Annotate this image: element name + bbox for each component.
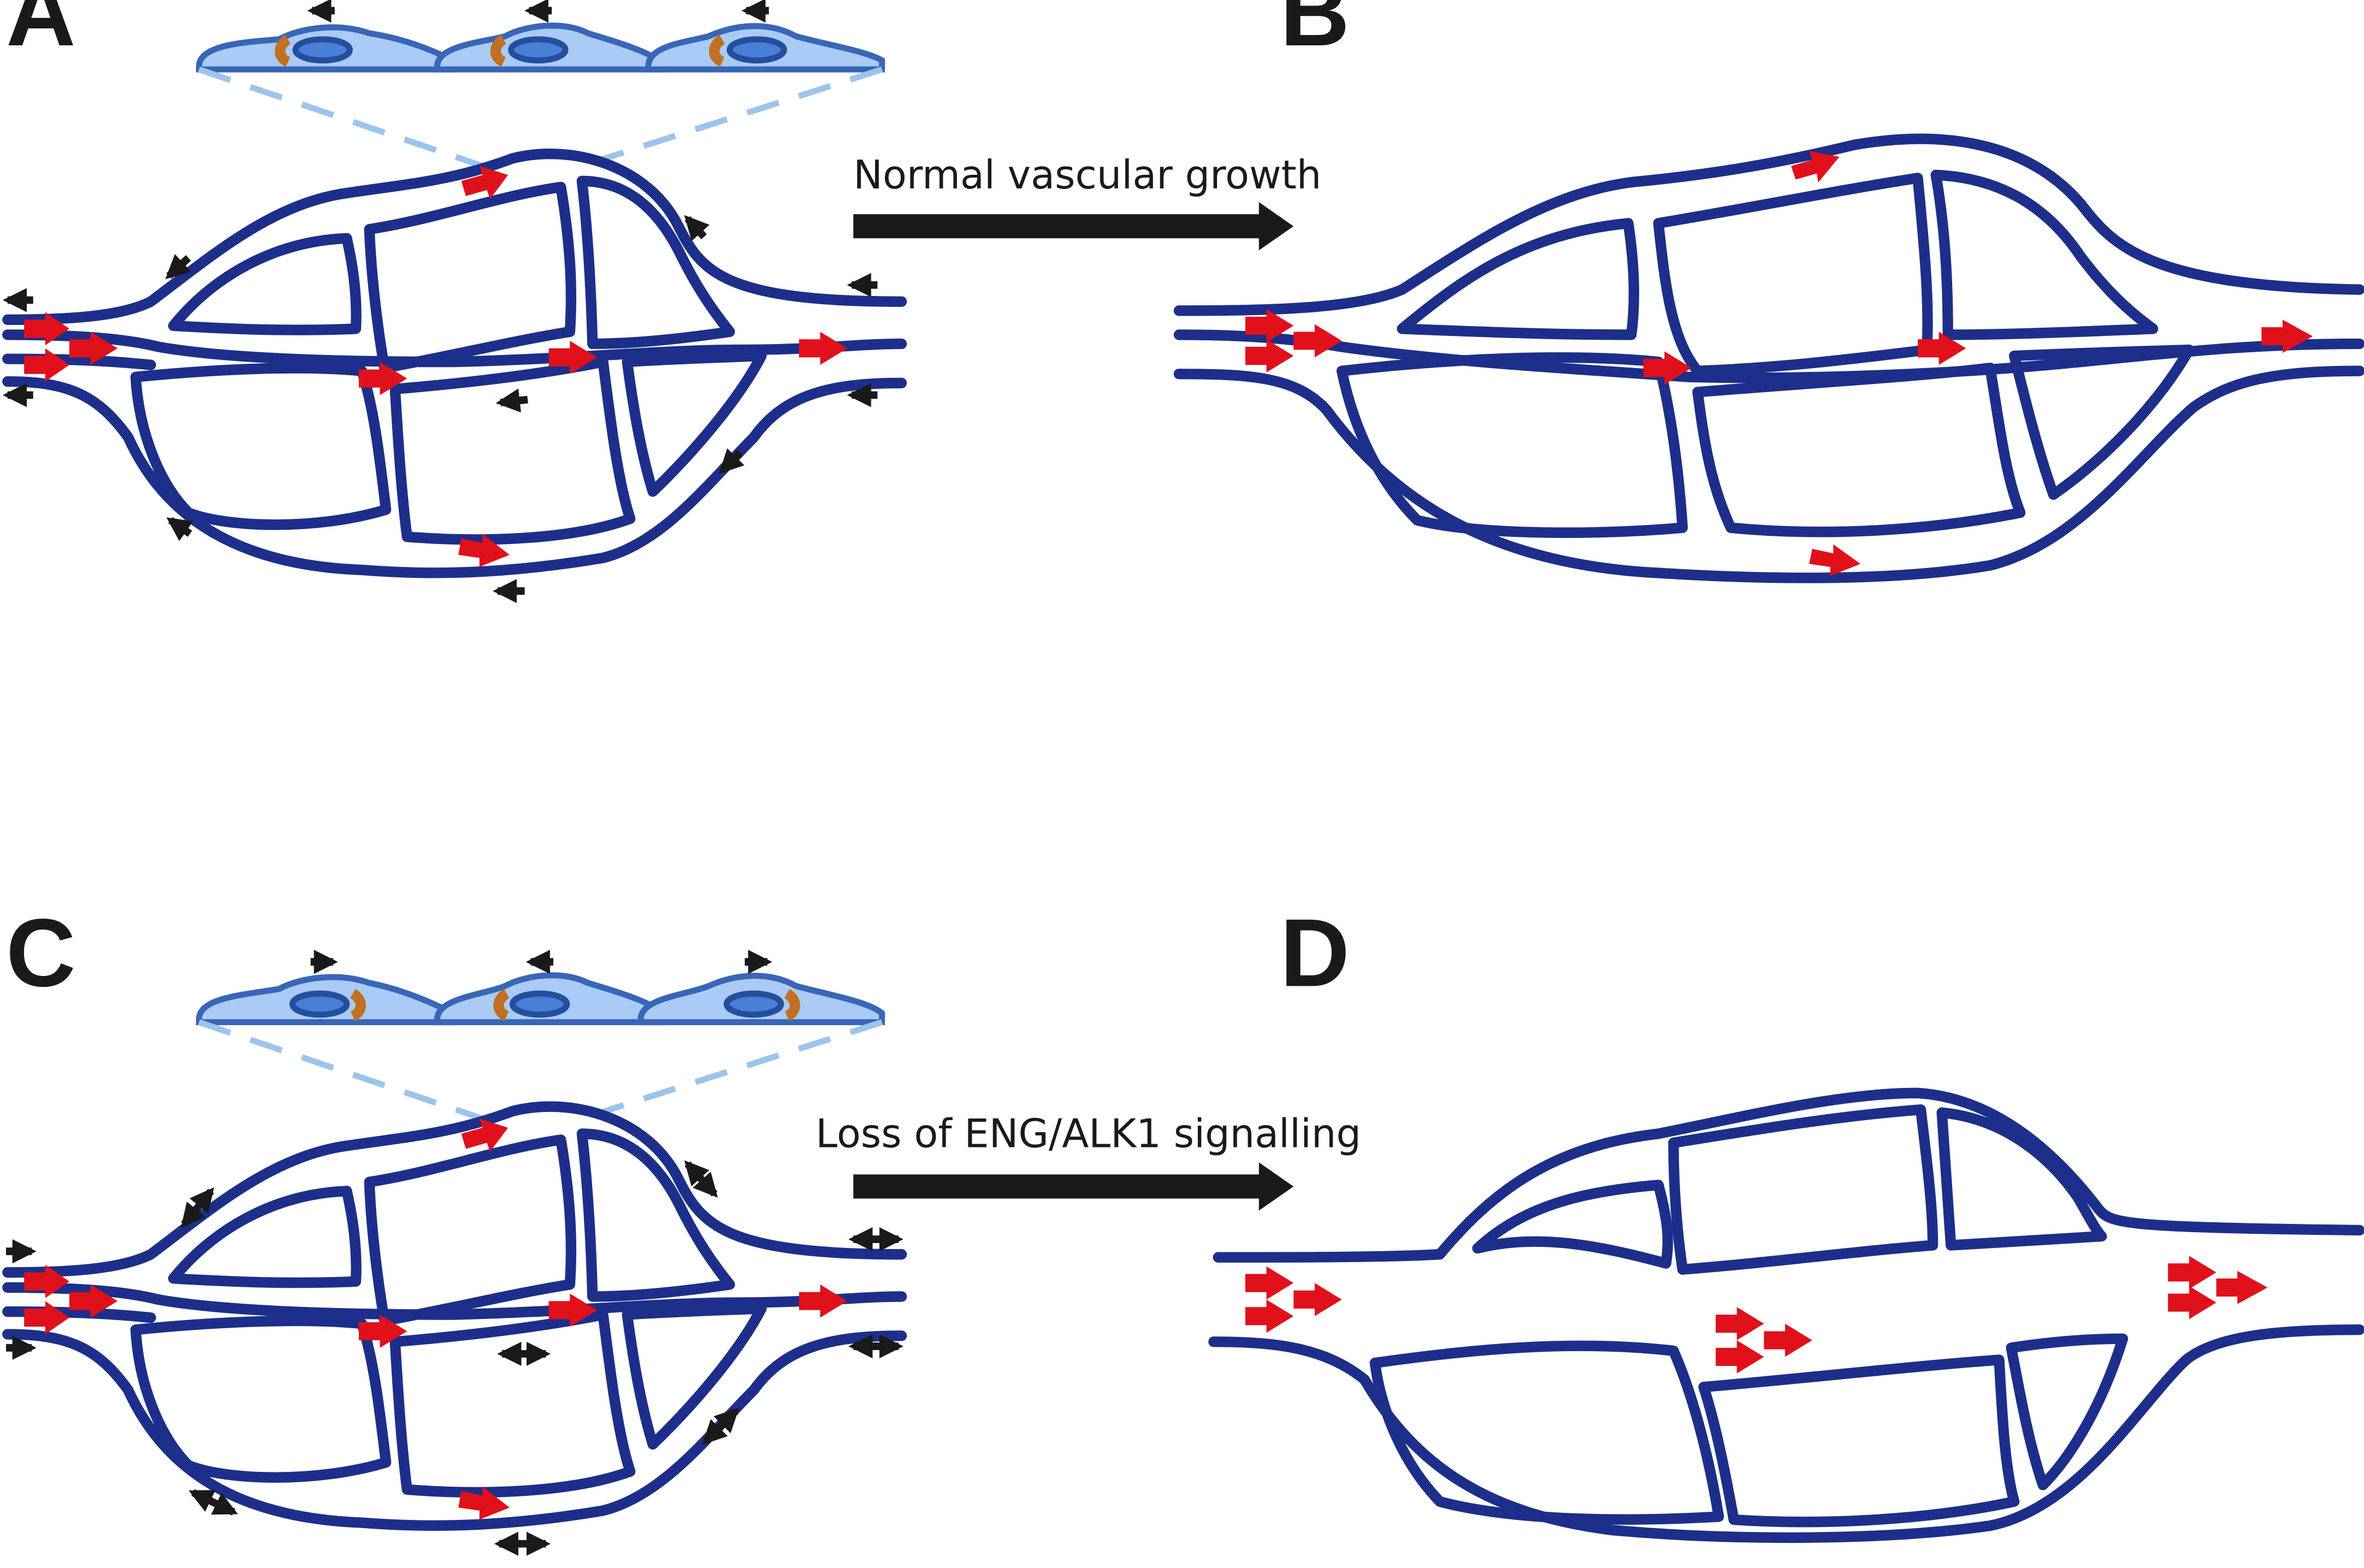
vessel-network-a: [2, 149, 907, 578]
golgi-icon: [784, 989, 800, 1021]
red-arrow-icon: [1245, 1266, 1294, 1300]
endothelial-cells-a: [196, 0, 885, 73]
red-arrow-icon: [1917, 332, 1966, 365]
thick-arrow-right-icon: [853, 202, 1294, 251]
black-arrow-left-icon: [684, 215, 710, 241]
panel-a: A: [2, 0, 907, 603]
panel-letter-b: B: [1280, 0, 1350, 66]
red-arrow-icon: [1643, 351, 1692, 385]
black-double-arrow-icon: [684, 1160, 718, 1198]
red-arrow-icon: [1809, 544, 1861, 576]
red-arrow-icon: [1245, 1299, 1294, 1333]
black-arrow-left-icon: [165, 254, 192, 280]
red-arrow-icon: [358, 362, 407, 395]
red-arrow-icon: [548, 341, 598, 374]
golgi-icon: [493, 989, 510, 1021]
panel-letter-a: A: [6, 0, 76, 66]
vessel-network-d: [1208, 1087, 2364, 1543]
red-arrow-icon: [2168, 1286, 2217, 1320]
panel-d: D: [1208, 899, 2364, 1543]
golgi-icon: [350, 989, 366, 1021]
red-arrow-icon: [1293, 324, 1342, 358]
red-arrow-icon: [358, 1315, 407, 1348]
transition-label-bottom: Loss of ENG/ALK1 signalling: [815, 1111, 1361, 1157]
red-arrow-icon: [461, 165, 509, 199]
flow-arrows-d: [1245, 1256, 2268, 1374]
red-arrow-icon: [24, 1301, 69, 1334]
zoom-guide: [590, 1019, 883, 1119]
golgi-icon: [490, 34, 507, 67]
golgi-icon: [275, 34, 291, 67]
panel-letter-d: D: [1280, 899, 1350, 1007]
transition-label-top: Normal vascular growth: [853, 152, 1321, 198]
panel-letter-c: C: [6, 899, 76, 1007]
nucleus: [292, 36, 353, 64]
red-arrow-icon: [1791, 151, 1840, 183]
zoom-guide: [198, 1019, 484, 1122]
zoom-guide: [590, 66, 883, 166]
flow-arrows-c: [24, 1119, 848, 1520]
red-arrow-icon: [1716, 1307, 1764, 1341]
red-arrow-icon: [799, 332, 848, 365]
nucleus: [289, 990, 350, 1018]
red-arrow-icon: [1245, 339, 1294, 372]
transition-bottom: Loss of ENG/ALK1 signalling: [815, 1111, 1361, 1211]
red-arrow-icon: [1764, 1323, 1812, 1357]
nucleus: [723, 990, 784, 1018]
red-arrow-icon: [24, 312, 69, 346]
migration-arrows-a: [2, 215, 878, 603]
panel-c: C: [2, 899, 907, 1556]
zoom-guide: [198, 66, 484, 169]
nucleus: [509, 990, 570, 1018]
red-arrow-icon: [1245, 309, 1294, 342]
thick-arrow-right-icon: [853, 1162, 1294, 1211]
flow-arrows-b: [1245, 151, 2313, 576]
nucleus: [508, 36, 569, 64]
red-arrow-icon: [461, 1119, 509, 1152]
black-double-arrow-icon: [188, 1489, 238, 1516]
red-arrow-icon: [2168, 1256, 2217, 1289]
red-arrow-icon: [1716, 1340, 1764, 1374]
red-arrow-icon: [548, 1293, 598, 1327]
black-double-arrow-icon: [181, 1187, 215, 1228]
red-arrow-icon: [2261, 319, 2313, 353]
red-arrow-icon: [458, 1486, 510, 1520]
red-arrow-icon: [458, 534, 510, 567]
black-double-arrow-icon: [702, 1407, 740, 1445]
endothelial-cells-c: [196, 950, 885, 1026]
red-arrow-icon: [69, 332, 118, 365]
black-arrow-left-icon: [166, 517, 193, 541]
nucleus: [726, 36, 787, 64]
panel-b: B: [1173, 0, 2364, 583]
golgi-icon: [709, 34, 725, 67]
red-arrow-icon: [69, 1284, 118, 1318]
red-arrow-icon: [24, 1265, 69, 1298]
transition-top: Normal vascular growth: [853, 152, 1321, 251]
red-arrow-icon: [799, 1284, 848, 1318]
flow-arrows-a: [24, 165, 848, 567]
vessel-network-b: [1173, 133, 2364, 583]
black-arrow-left-icon: [495, 388, 528, 413]
red-arrow-icon: [1293, 1283, 1342, 1316]
migration-arrows-c: [6, 1160, 903, 1556]
black-arrow-left-icon: [718, 448, 744, 474]
vessel-network-c: [2, 1101, 907, 1531]
red-arrow-icon: [24, 348, 69, 382]
red-arrow-icon: [2216, 1271, 2268, 1304]
